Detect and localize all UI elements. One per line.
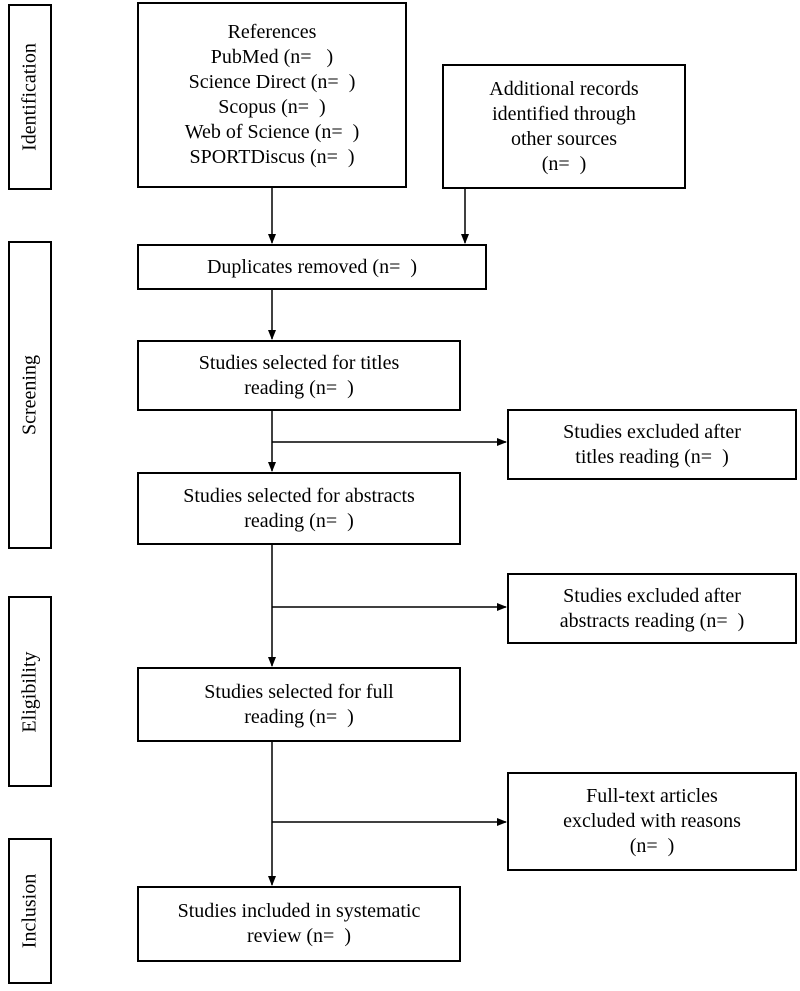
abstracts-selected-line: Studies selected for abstracts: [183, 484, 415, 507]
studies-included-box: Studies included in systematic review (n…: [137, 886, 461, 962]
titles-excluded-line: titles reading (n= ): [575, 445, 729, 468]
stage-screening: Screening: [8, 241, 52, 549]
full-excluded-line: (n= ): [629, 835, 675, 857]
additional-line: (n= ): [541, 152, 587, 175]
duplicates-removed-box: Duplicates removed (n= ): [137, 244, 487, 290]
titles-selected-line: reading (n= ): [244, 376, 354, 399]
references-line: SPORTDiscus (n= ): [189, 146, 355, 168]
titles-selected-box: Studies selected for titles reading (n= …: [137, 340, 461, 411]
stage-eligibility: Eligibility: [8, 596, 52, 787]
additional-line: Additional records: [489, 77, 639, 100]
full-text-excluded-box: Full-text articles excluded with reasons…: [507, 772, 797, 871]
additional-line: identified through: [492, 102, 636, 125]
references-line: Science Direct (n= ): [188, 71, 356, 93]
abstracts-excluded-line: Studies excluded after: [563, 584, 741, 607]
references-line: References: [227, 21, 317, 43]
full-selected-line: reading (n= ): [244, 705, 354, 728]
abstracts-excluded-box: Studies excluded after abstracts reading…: [507, 573, 797, 644]
full-selected-line: Studies selected for full: [204, 680, 394, 703]
full-selected-box: Studies selected for full reading (n= ): [137, 667, 461, 742]
references-line: Scopus (n= ): [218, 96, 326, 118]
stage-inclusion: Inclusion: [8, 838, 52, 984]
included-line: review (n= ): [246, 925, 351, 947]
titles-excluded-box: Studies excluded after titles reading (n…: [507, 409, 797, 480]
included-line: Studies included in systematic: [177, 900, 421, 922]
titles-excluded-line: Studies excluded after: [563, 420, 741, 443]
titles-selected-line: Studies selected for titles: [198, 351, 400, 374]
references-line: Web of Science (n= ): [184, 121, 360, 143]
additional-records-box: Additional records identified through ot…: [442, 64, 686, 189]
references-box: References PubMed (n= ) Science Direct (…: [137, 2, 407, 188]
full-excluded-line: Full-text articles: [586, 785, 718, 807]
abstracts-excluded-line: abstracts reading (n= ): [559, 609, 745, 632]
references-line: PubMed (n= ): [210, 46, 334, 68]
abstracts-selected-box: Studies selected for abstracts reading (…: [137, 472, 461, 545]
additional-line: other sources: [510, 127, 618, 150]
stage-identification: Identification: [8, 4, 52, 190]
abstracts-selected-line: reading (n= ): [244, 509, 354, 532]
full-excluded-line: excluded with reasons: [563, 810, 741, 832]
duplicates-line: Duplicates removed (n= ): [206, 255, 418, 278]
